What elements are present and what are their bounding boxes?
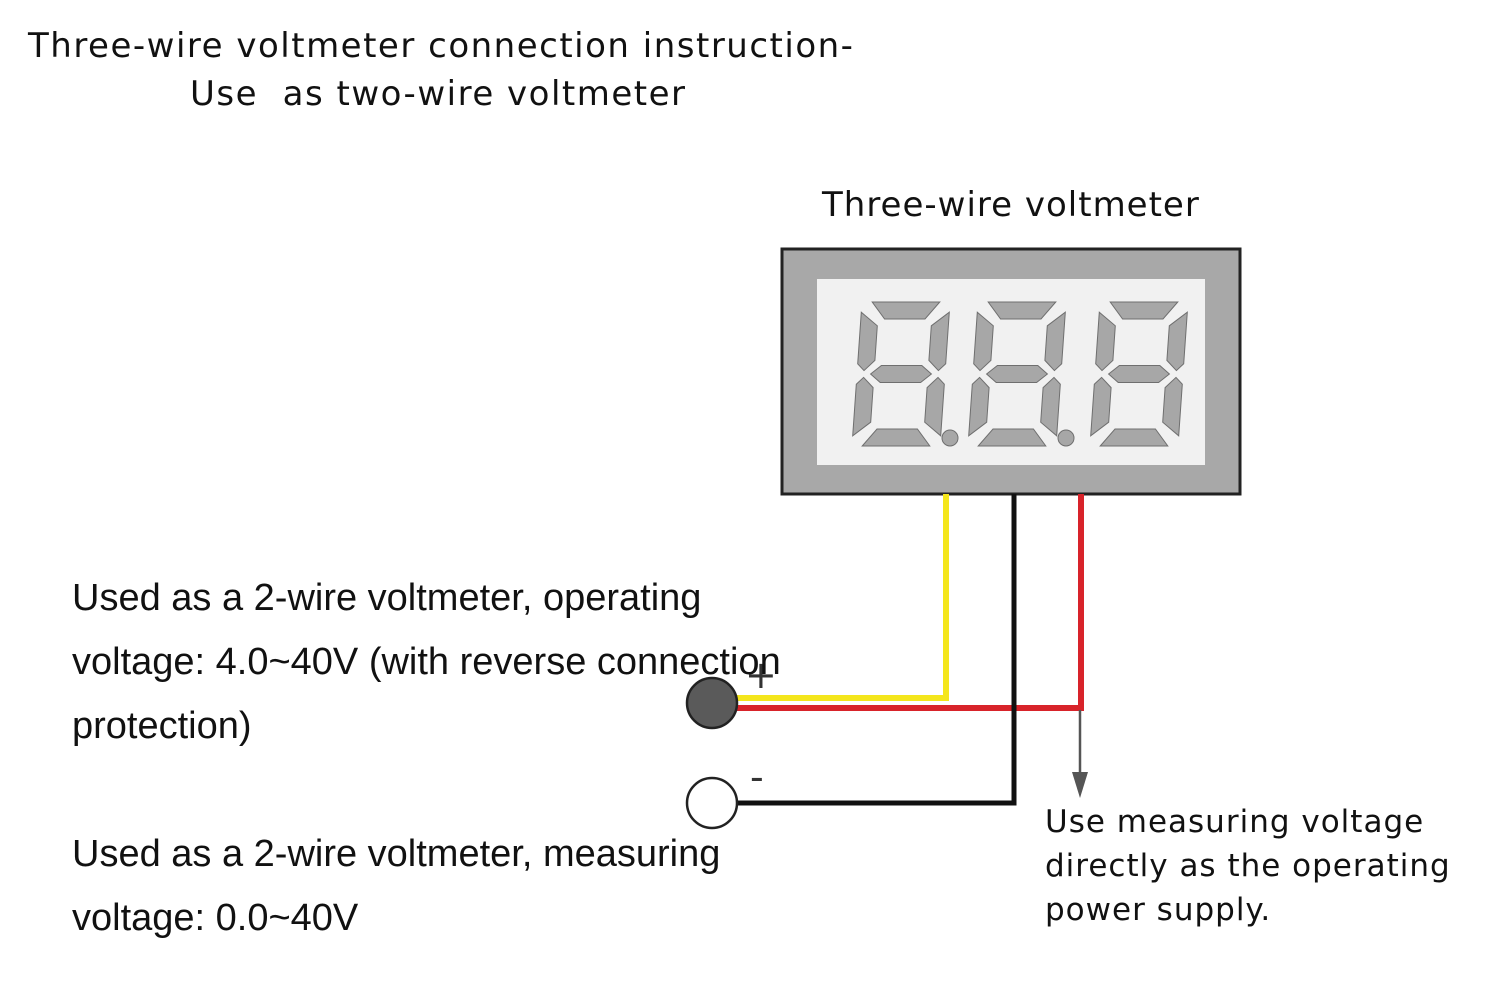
- decimal-point-2: [1057, 429, 1075, 447]
- digit-1-segment-a: [871, 301, 941, 320]
- red-wire: [736, 494, 1084, 711]
- digit-3-segment-f: [1095, 311, 1116, 372]
- digit-1-segment-b: [928, 311, 950, 372]
- digit-3-segment-a: [1109, 301, 1179, 320]
- digit-3-segment-g: [1107, 365, 1171, 383]
- digit-1-segment-f: [857, 311, 878, 372]
- positive-sign: +: [745, 653, 777, 697]
- digit-1-segment-c: [924, 376, 945, 437]
- negative-terminal: [685, 776, 739, 830]
- digit-3-segment-d: [1099, 428, 1169, 447]
- negative-sign: -: [750, 755, 764, 799]
- decimal-point-1: [941, 429, 959, 447]
- title-line-1: Three-wire voltmeter connection instruct…: [28, 26, 855, 66]
- digit-2-segment-c: [1040, 376, 1061, 437]
- digit-2-segment-a: [987, 301, 1057, 320]
- digit-2-segment-f: [973, 311, 994, 372]
- digit-1-segment-e: [852, 376, 874, 437]
- yellow-wire: [736, 494, 949, 701]
- title-line-2: Use as two-wire voltmeter: [190, 74, 687, 114]
- digit-3-segment-c: [1162, 376, 1183, 437]
- digit-2-segment-d: [977, 428, 1047, 447]
- digit-3-segment-b: [1166, 311, 1188, 372]
- black-wire: [738, 494, 1017, 806]
- operating-voltage-note: Used as a 2-wire voltmeter, operating vo…: [72, 577, 781, 747]
- meter-digits: [852, 301, 1188, 447]
- digit-3-segment-e: [1090, 376, 1112, 437]
- positive-terminal: [685, 676, 739, 730]
- digit-2-segment-b: [1044, 311, 1066, 372]
- arrow-down-icon: [1072, 772, 1088, 798]
- direct-supply-note: Use measuring voltage directly as the op…: [1045, 804, 1451, 928]
- measuring-voltage-note: Used as a 2-wire voltmeter, measuring vo…: [72, 833, 721, 939]
- meter-label: Three-wire voltmeter: [822, 185, 1200, 225]
- digit-2-segment-e: [968, 376, 990, 437]
- digit-2-segment-g: [985, 365, 1049, 383]
- digit-1-segment-d: [861, 428, 931, 447]
- digit-1-segment-g: [869, 365, 933, 383]
